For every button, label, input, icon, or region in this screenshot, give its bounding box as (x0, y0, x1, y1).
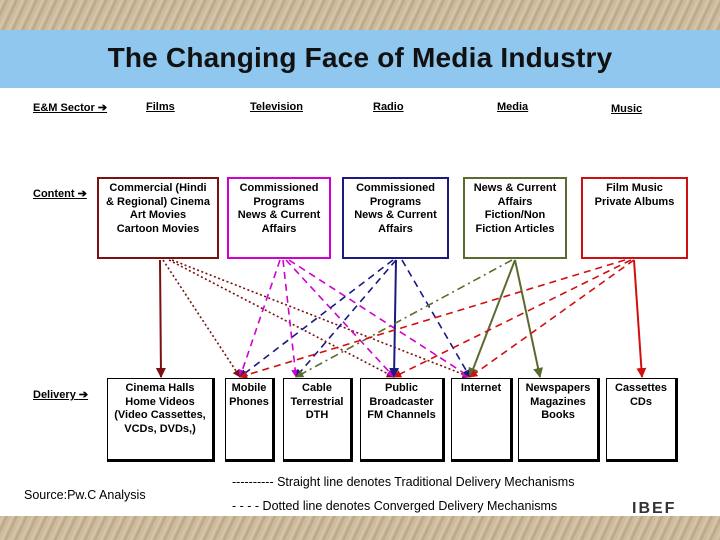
page-title: The Changing Face of Media Industry (107, 42, 613, 73)
content-box-television: Commissioned Programs News & Current Aff… (227, 177, 331, 259)
legend-straight-line: ---------- Straight line denotes Traditi… (232, 475, 575, 489)
sector-radio: Radio (373, 101, 404, 113)
arrow-radio-to-delivery-4 (401, 259, 471, 378)
row-label-delivery-text: Delivery (33, 389, 76, 401)
title-bar (0, 30, 720, 88)
arrow-radio-to-delivery-3 (389, 259, 400, 378)
legend-dotted-line: - - - - Dotted line denotes Converged De… (232, 499, 558, 513)
delivery-box-public-broadcaster: Public Broadcaster FM Channels (360, 378, 445, 462)
content-box-media: News & Current Affairs Fiction/Non Ficti… (463, 177, 567, 259)
arrow-films-to-delivery-3 (168, 259, 395, 378)
row-label-sector: E&M Sector ➔ (33, 101, 107, 114)
delivery-box-cable-terrestrial-dth: Cable Terrestrial DTH (283, 378, 353, 462)
arrow-television-to-delivery-1 (238, 259, 281, 378)
row-label-content: Content ➔ (33, 187, 87, 200)
arrow-films-to-delivery-0 (155, 259, 166, 378)
arrow-right-icon: ➔ (77, 188, 87, 200)
arrow-right-icon: ➔ (78, 389, 89, 401)
ibef-logo: IBEF (632, 500, 677, 517)
source-note: Source:Pw.C Analysis (24, 488, 146, 502)
arrow-television-to-delivery-3 (285, 259, 395, 378)
content-box-music: Film Music Private Albums (581, 177, 688, 259)
arrow-music-to-delivery-4 (469, 259, 635, 378)
arrow-radio-to-delivery-2 (295, 259, 397, 378)
row-label-delivery: Delivery ➔ (33, 388, 88, 401)
arrow-films-to-delivery-4 (171, 259, 471, 379)
delivery-box-print: Newspapers Magazines Books (518, 378, 600, 462)
arrow-radio-to-delivery-1 (239, 259, 394, 378)
arrow-television-to-delivery-2 (282, 259, 300, 378)
sector-media: Media (497, 101, 529, 113)
delivery-box-mobile-phones: Mobile Phones (225, 378, 275, 462)
content-box-films: Commercial (Hindi & Regional) Cinema Art… (97, 177, 219, 259)
delivery-box-cassettes-cds: Cassettes CDs (606, 378, 678, 462)
arrow-music-to-delivery-3 (393, 259, 632, 378)
arrow-media-to-delivery-2 (295, 259, 513, 378)
arrow-films-to-delivery-1 (162, 259, 241, 378)
arrow-media-to-delivery-4 (468, 259, 516, 378)
sector-television: Television (250, 101, 303, 113)
delivery-box-cinema-home-video: Cinema Halls Home Videos (Video Cassette… (107, 378, 215, 462)
arrow-music-to-delivery-6 (633, 259, 647, 378)
top-wood-border (0, 0, 720, 30)
arrow-music-to-delivery-1 (239, 259, 626, 379)
sector-music: Music (611, 103, 643, 115)
bottom-wood-border (0, 516, 720, 540)
content-box-radio: Commissioned Programs News & Current Aff… (342, 177, 449, 259)
delivery-box-internet: Internet (451, 378, 513, 462)
row-label-content-text: Content (33, 188, 75, 200)
arrow-right-icon: ➔ (97, 102, 108, 114)
arrow-media-to-delivery-5 (514, 259, 544, 378)
sector-films: Films (146, 101, 175, 113)
row-label-sector-text: E&M Sector (33, 102, 95, 114)
